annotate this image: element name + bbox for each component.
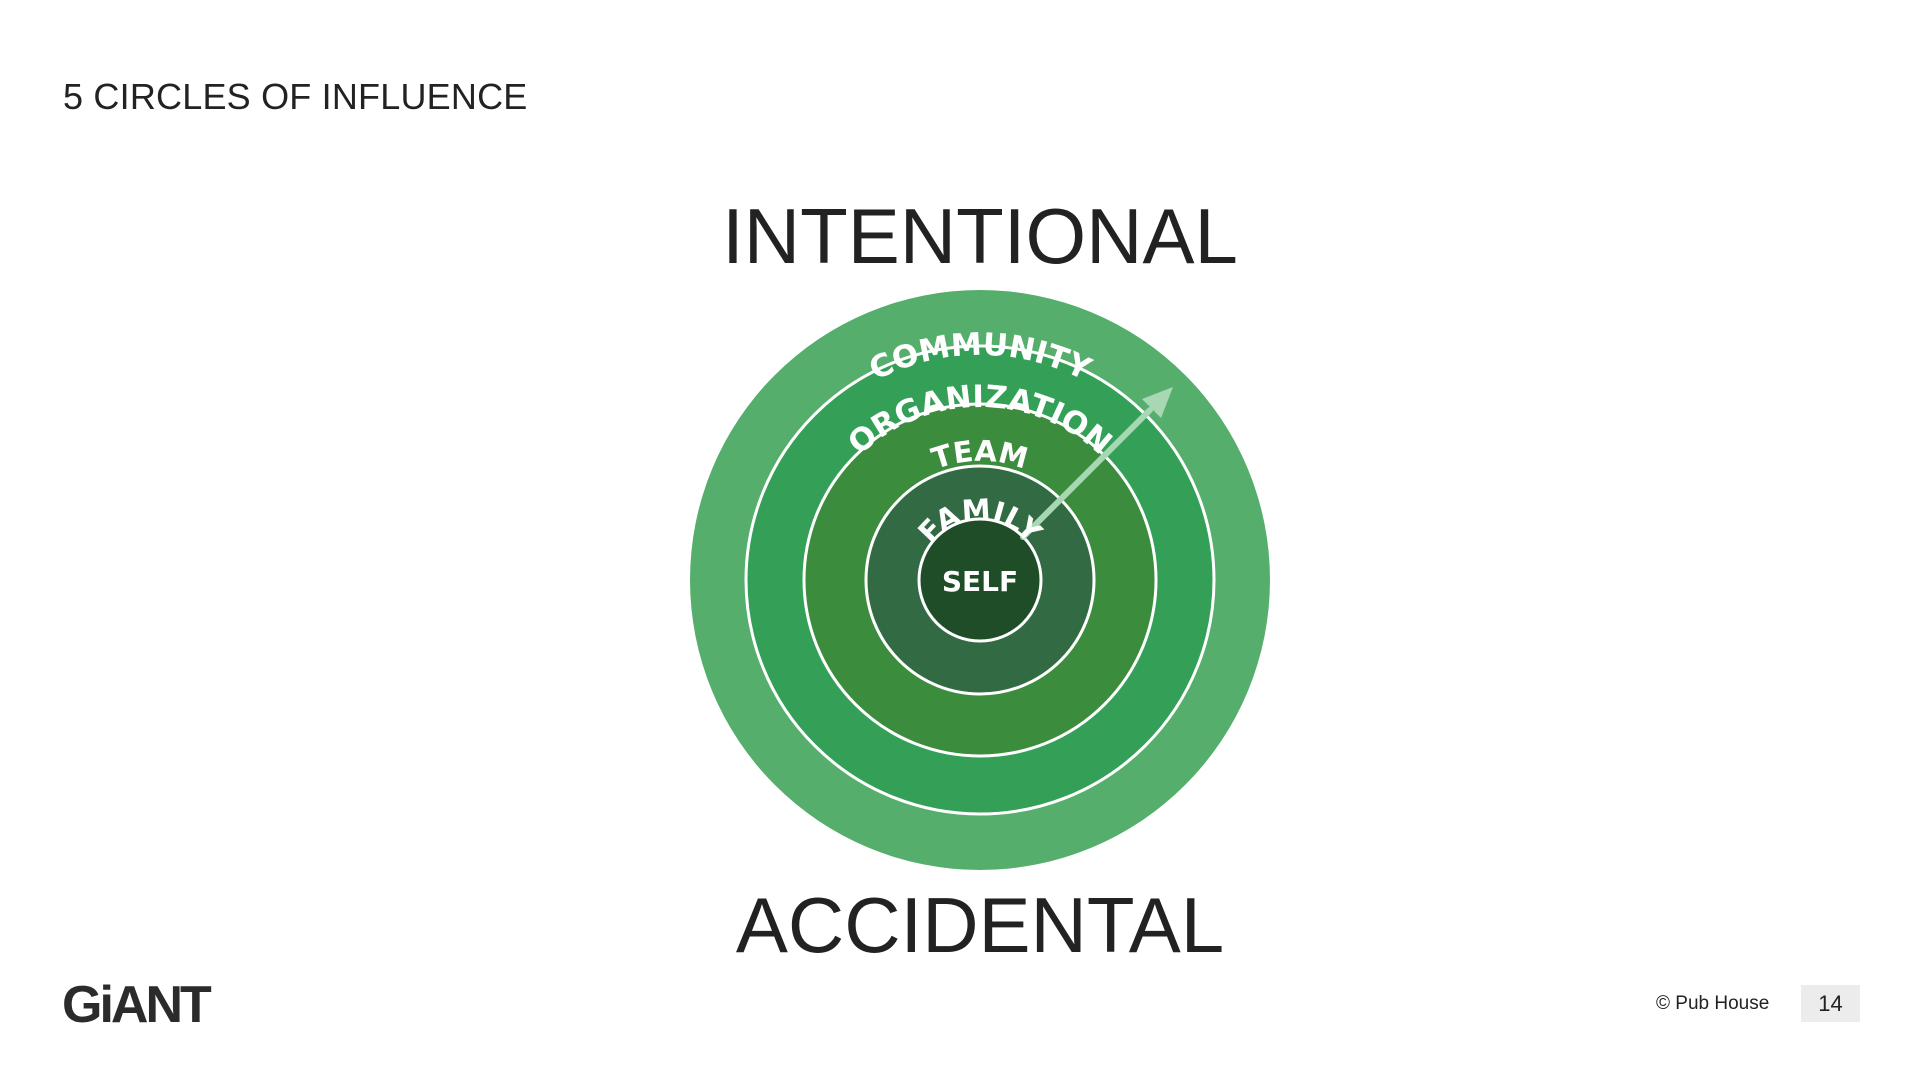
- page-number: 14: [1801, 985, 1860, 1022]
- growth-arrow: [1020, 387, 1173, 540]
- intentional-label: INTENTIONAL: [722, 192, 1238, 280]
- giant-logo: GiANT: [62, 980, 215, 1030]
- circles-of-influence-diagram: COMMUNITY ORGANIZATION TEAM FAMILY SELF: [690, 290, 1270, 870]
- self-circle: [917, 517, 1043, 643]
- logo-wordmark: GiANT: [62, 980, 212, 1030]
- copyright-text: © Pub House: [1656, 993, 1770, 1014]
- accidental-label: ACCIDENTAL: [735, 881, 1225, 969]
- self-label: SELF: [942, 565, 1018, 598]
- slide-title: 5 CIRCLES OF INFLUENCE: [63, 76, 528, 117]
